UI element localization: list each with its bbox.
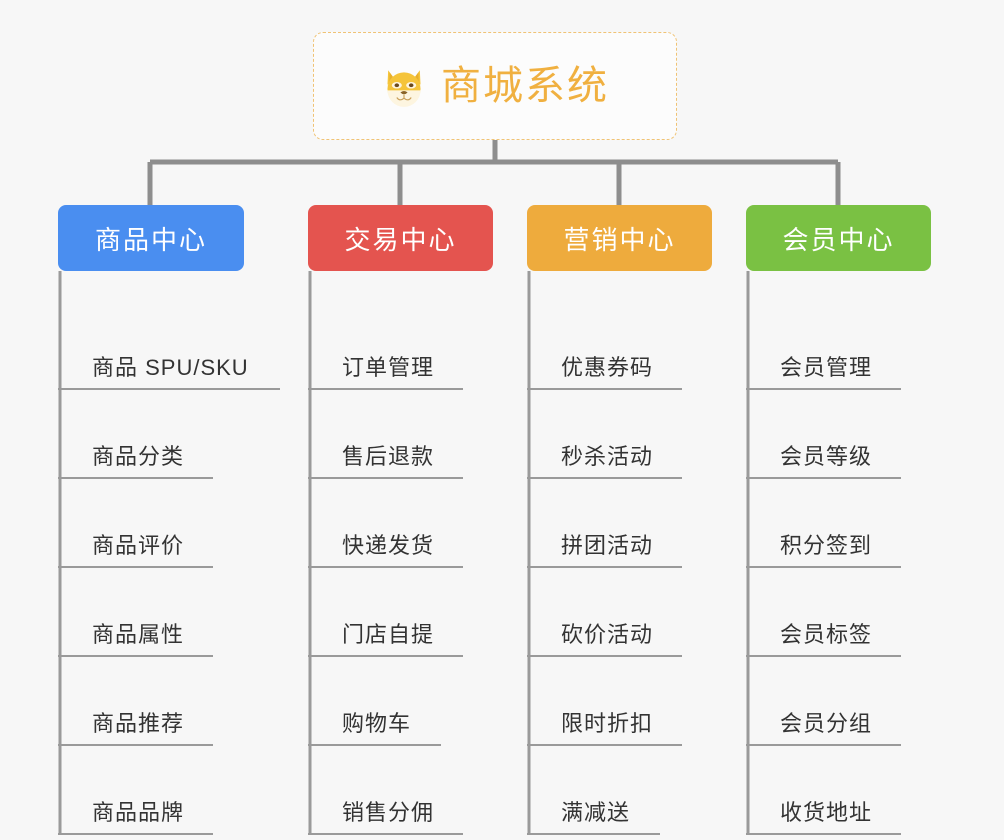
root-node[interactable]: 商城系统 [313,32,677,140]
leaf-underline [746,566,901,568]
leaf-item-label: 商品评价 [92,533,185,558]
leaf-list-product-center: 商品 SPU/SKU 商品分类 商品评价 商品属性 商品推荐 商品品牌 [58,271,280,835]
leaf-item-label: 满减送 [561,800,631,825]
leaf-item-label: 商品属性 [92,622,185,647]
leaf-item[interactable]: 会员标签 [746,568,931,657]
leaf-item-label: 订单管理 [342,355,435,380]
leaf-item[interactable]: 商品推荐 [58,657,244,746]
leaf-item-label: 会员分组 [780,711,873,736]
leaf-item-label: 拼团活动 [561,533,654,558]
branch-column-trade-center: 交易中心 订单管理 售后退款 快递发货 门店自提 购物车 [308,205,493,835]
leaf-item-label: 快递发货 [342,533,435,558]
leaf-underline [58,388,280,390]
leaf-item[interactable]: 会员管理 [746,301,931,390]
leaf-item[interactable]: 快递发货 [308,479,493,568]
leaf-item[interactable]: 限时折扣 [527,657,712,746]
branch-column-product-center: 商品中心 商品 SPU/SKU 商品分类 商品评价 商品属性 商品推荐 [58,205,280,835]
leaf-item[interactable]: 积分签到 [746,479,931,568]
leaf-item-label: 商品 SPU/SKU [92,355,249,380]
leaf-underline [527,388,682,390]
branch-header-label: 营销中心 [563,224,676,255]
leaf-underline [527,566,682,568]
leaf-underline [527,477,682,479]
branch-header-product-center[interactable]: 商品中心 [58,205,244,271]
leaf-item-label: 会员管理 [780,355,873,380]
leaf-item-label: 砍价活动 [561,622,654,647]
leaf-underline [746,744,901,746]
leaf-item[interactable]: 收货地址 [746,746,931,835]
leaf-item[interactable]: 商品属性 [58,568,244,657]
leaf-item[interactable]: 售后退款 [308,390,493,479]
leaf-underline [308,388,463,390]
leaf-item[interactable]: 优惠券码 [527,301,712,390]
leaf-item[interactable]: 满减送 [527,746,712,835]
leaf-underline [527,744,682,746]
branch-header-label: 商品中心 [94,224,207,255]
leaf-underline [58,833,213,835]
leaf-underline [746,655,901,657]
leaf-underline [58,477,213,479]
root-title: 商城系统 [441,64,609,108]
leaf-item[interactable]: 商品分类 [58,390,244,479]
leaf-item-label: 商品分类 [92,444,185,469]
leaf-list-trade-center: 订单管理 售后退款 快递发货 门店自提 购物车 销售分佣 [308,271,493,835]
branch-header-label: 会员中心 [782,224,895,255]
branch-trunk-line [527,271,531,834]
leaf-item-label: 商品推荐 [92,711,185,736]
leaf-underline [58,566,213,568]
leaf-item-label: 收货地址 [780,800,873,825]
leaf-underline [308,655,463,657]
branch-trunk-line [308,271,312,834]
leaf-item[interactable]: 订单管理 [308,301,493,390]
branch-header-marketing-center[interactable]: 营销中心 [527,205,712,271]
branch-trunk-line [58,271,62,834]
leaf-underline [308,477,463,479]
branch-column-marketing-center: 营销中心 优惠券码 秒杀活动 拼团活动 砍价活动 限时折扣 [527,205,712,835]
dog-face-icon [387,70,421,107]
leaf-item-label: 会员标签 [780,622,873,647]
leaf-item[interactable]: 商品品牌 [58,746,244,835]
leaf-item-label: 销售分佣 [342,800,435,825]
leaf-underline [527,655,682,657]
leaf-item-label: 会员等级 [780,444,873,469]
leaf-item[interactable]: 会员分组 [746,657,931,746]
leaf-item[interactable]: 砍价活动 [527,568,712,657]
leaf-underline [308,566,463,568]
branch-trunk-line [746,271,750,834]
leaf-item-label: 购物车 [342,711,412,736]
leaf-item-label: 限时折扣 [561,711,654,736]
leaf-list-marketing-center: 优惠券码 秒杀活动 拼团活动 砍价活动 限时折扣 满减送 [527,271,712,835]
leaf-underline [308,744,441,746]
leaf-item-label: 门店自提 [342,622,435,647]
leaf-item-label: 商品品牌 [92,800,185,825]
leaf-item[interactable]: 拼团活动 [527,479,712,568]
leaf-item[interactable]: 门店自提 [308,568,493,657]
leaf-item-label: 优惠券码 [561,355,654,380]
leaf-item[interactable]: 秒杀活动 [527,390,712,479]
leaf-item-label: 积分签到 [780,533,873,558]
leaf-underline [308,833,463,835]
leaf-item-label: 售后退款 [342,444,435,469]
leaf-underline [527,833,660,835]
leaf-underline [58,744,213,746]
leaf-item[interactable]: 会员等级 [746,390,931,479]
branch-header-member-center[interactable]: 会员中心 [746,205,931,271]
leaf-list-member-center: 会员管理 会员等级 积分签到 会员标签 会员分组 收货地址 [746,271,931,835]
branch-column-member-center: 会员中心 会员管理 会员等级 积分签到 会员标签 会员分组 [746,205,931,835]
leaf-item-label: 秒杀活动 [561,444,654,469]
leaf-underline [58,655,213,657]
leaf-underline [746,477,901,479]
leaf-item[interactable]: 商品 SPU/SKU [58,301,280,390]
branch-header-trade-center[interactable]: 交易中心 [308,205,493,271]
leaf-underline [746,833,901,835]
leaf-item[interactable]: 商品评价 [58,479,244,568]
branch-header-label: 交易中心 [344,224,457,255]
leaf-item[interactable]: 销售分佣 [308,746,493,835]
leaf-underline [746,388,901,390]
leaf-item[interactable]: 购物车 [308,657,493,746]
